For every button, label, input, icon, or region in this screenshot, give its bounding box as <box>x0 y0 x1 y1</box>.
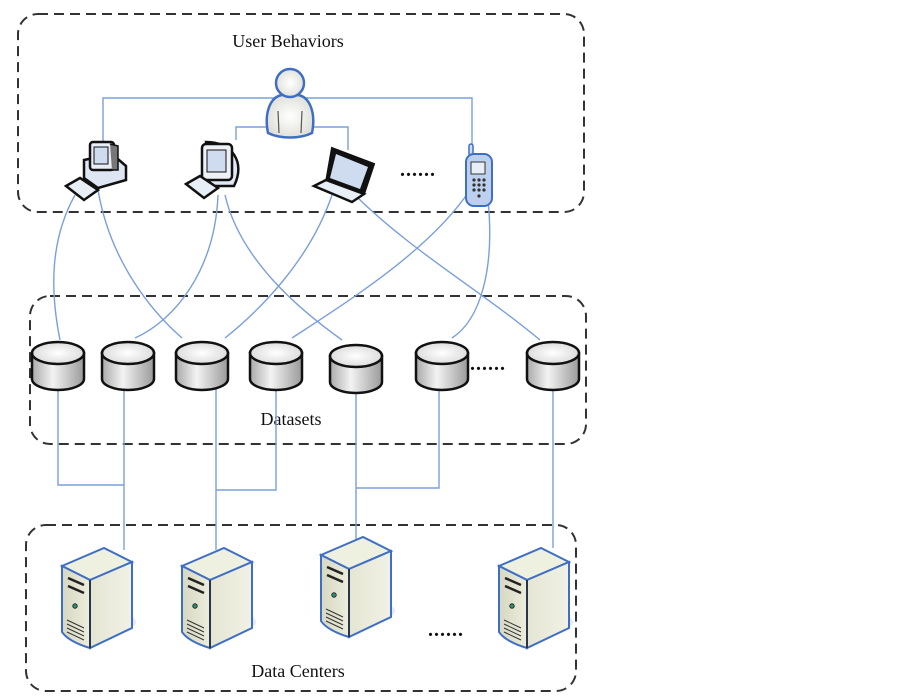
crt-monitor-icon <box>183 140 240 200</box>
dataset-cylinder-icon <box>30 340 86 392</box>
laptop-icon <box>311 146 376 204</box>
server-icon <box>318 535 395 639</box>
dataset-cylinder-icon <box>525 340 581 392</box>
desktop-tower-icon <box>63 140 128 202</box>
user-behaviors-group <box>17 13 585 213</box>
server-icon <box>179 546 256 650</box>
dataset-server-links <box>57 382 554 550</box>
datasets-label: Datasets <box>261 409 322 429</box>
servers-ellipsis: ...... <box>428 619 464 641</box>
devices-ellipsis: ...... <box>400 159 436 181</box>
server-icon <box>496 546 573 650</box>
data-centers-label: Data Centers <box>251 661 344 681</box>
data-center-servers <box>59 535 573 650</box>
user-icon <box>265 67 315 139</box>
data-centers-group <box>25 524 577 692</box>
dataset-cylinder-icon <box>174 340 230 392</box>
user-behaviors-label: User Behaviors <box>232 31 343 51</box>
dataset-cylinder-icon <box>248 340 304 392</box>
dataset-cylinder-icon <box>414 340 470 392</box>
server-icon <box>59 546 136 650</box>
datasets-ellipsis: ...... <box>470 353 506 375</box>
datasets-group <box>29 295 587 445</box>
dataset-cylinders <box>30 340 581 395</box>
dataset-cylinder-icon <box>100 340 156 392</box>
mobile-phone-icon <box>465 143 493 207</box>
dataset-cylinder-icon <box>328 343 384 395</box>
device-dataset-links <box>53 189 541 341</box>
